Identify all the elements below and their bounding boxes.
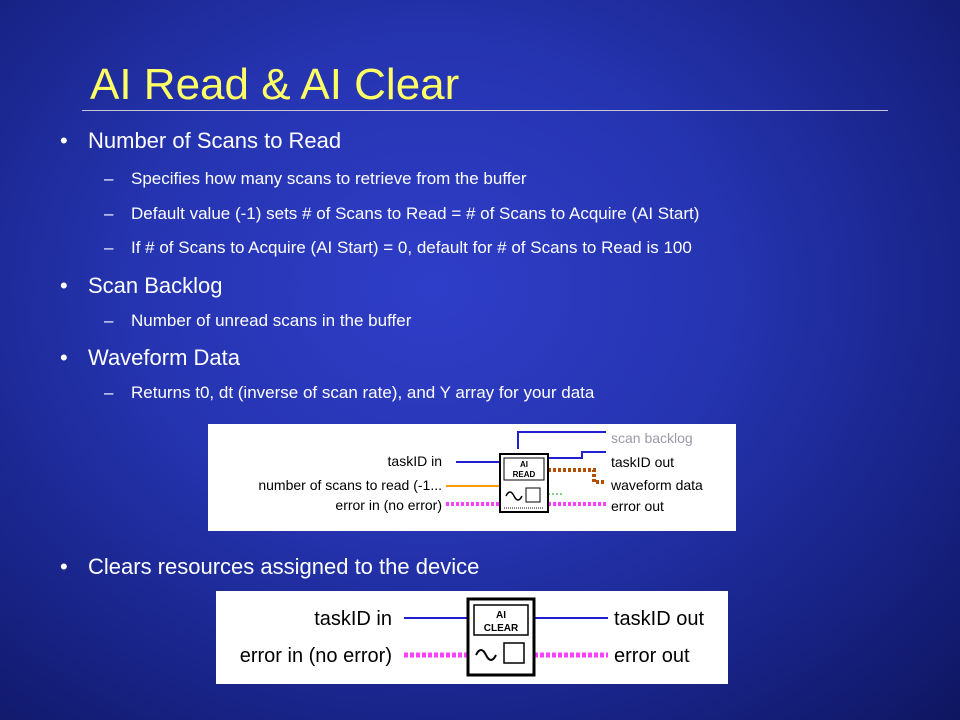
ai-clear-diagram: AI CLEAR taskID in error in (no error) t… <box>216 591 728 684</box>
bullet-scan-backlog: • Scan Backlog <box>60 273 223 299</box>
sine-wave-icon <box>505 491 523 501</box>
ai-read-icon-header <box>503 457 545 481</box>
bullet-dot: • <box>60 273 68 298</box>
ai-clear-icon-header <box>473 604 529 636</box>
scans-to-read-label: number of scans to read (-1... <box>258 477 442 493</box>
sub-bullet: –Number of unread scans in the buffer <box>104 311 411 331</box>
sub-dash: – <box>104 169 114 188</box>
error-in-label: error in (no error) <box>335 497 442 513</box>
sub-text: Number of unread scans in the buffer <box>131 311 412 330</box>
bullet-text: Waveform Data <box>88 345 241 370</box>
scan-backlog-wire <box>517 431 606 449</box>
taskid-out-label: taskID out <box>611 454 674 470</box>
sub-dash: – <box>104 204 114 223</box>
bullet-dot: • <box>60 128 68 153</box>
taskid-out-label: taskID out <box>614 608 704 630</box>
sub-text: Returns t0, dt (inverse of scan rate), a… <box>131 383 595 402</box>
bullet-dot: • <box>60 345 68 370</box>
ai-read-icon-line2: READ <box>513 470 536 479</box>
taskid-out-wire <box>548 451 606 459</box>
ai-read-icon-line1: AI <box>520 460 528 469</box>
daq-card-icon <box>503 642 525 664</box>
ai-read-diagram: AI READ taskID in number of scans to rea… <box>208 424 736 531</box>
ai-clear-icon-line2: CLEAR <box>484 623 519 634</box>
sub-bullet: –Default value (-1) sets # of Scans to R… <box>104 204 699 224</box>
bullet-clears-resources: • Clears resources assigned to the device <box>60 554 479 580</box>
ai-clear-icon-line1: AI <box>496 610 506 621</box>
sub-text: Default value (-1) sets # of Scans to Re… <box>131 204 700 223</box>
error-out-label: error out <box>614 645 690 667</box>
sub-bullet: –Specifies how many scans to retrieve fr… <box>104 169 527 189</box>
bullet-text: Clears resources assigned to the device <box>88 554 480 579</box>
daq-card-icon <box>525 487 541 503</box>
bullet-waveform-data: • Waveform Data <box>60 345 240 371</box>
sub-bullet: –If # of Scans to Acquire (AI Start) = 0… <box>104 238 692 258</box>
sub-bullet: –Returns t0, dt (inverse of scan rate), … <box>104 383 594 403</box>
error-in-label: error in (no error) <box>240 645 392 667</box>
bullet-dot: • <box>60 554 68 579</box>
taskid-in-label: taskID in <box>388 453 442 469</box>
title-underline <box>82 110 888 111</box>
sub-text: If # of Scans to Acquire (AI Start) = 0,… <box>131 238 692 257</box>
sub-dash: – <box>104 238 114 257</box>
waveform-wire <box>548 468 606 484</box>
waveform-data-label: waveform data <box>610 477 703 493</box>
slide-title: AI Read & AI Clear <box>90 60 460 109</box>
sub-dash: – <box>104 311 114 330</box>
error-out-label: error out <box>611 498 664 514</box>
bullet-text: Number of Scans to Read <box>88 128 342 153</box>
scan-backlog-label: scan backlog <box>611 430 693 446</box>
taskid-in-label: taskID in <box>314 608 392 630</box>
bullet-text: Scan Backlog <box>88 273 223 298</box>
bullet-number-of-scans: • Number of Scans to Read <box>60 128 341 154</box>
sub-text: Specifies how many scans to retrieve fro… <box>131 169 527 188</box>
sine-wave-icon <box>475 649 497 661</box>
sub-dash: – <box>104 383 114 402</box>
